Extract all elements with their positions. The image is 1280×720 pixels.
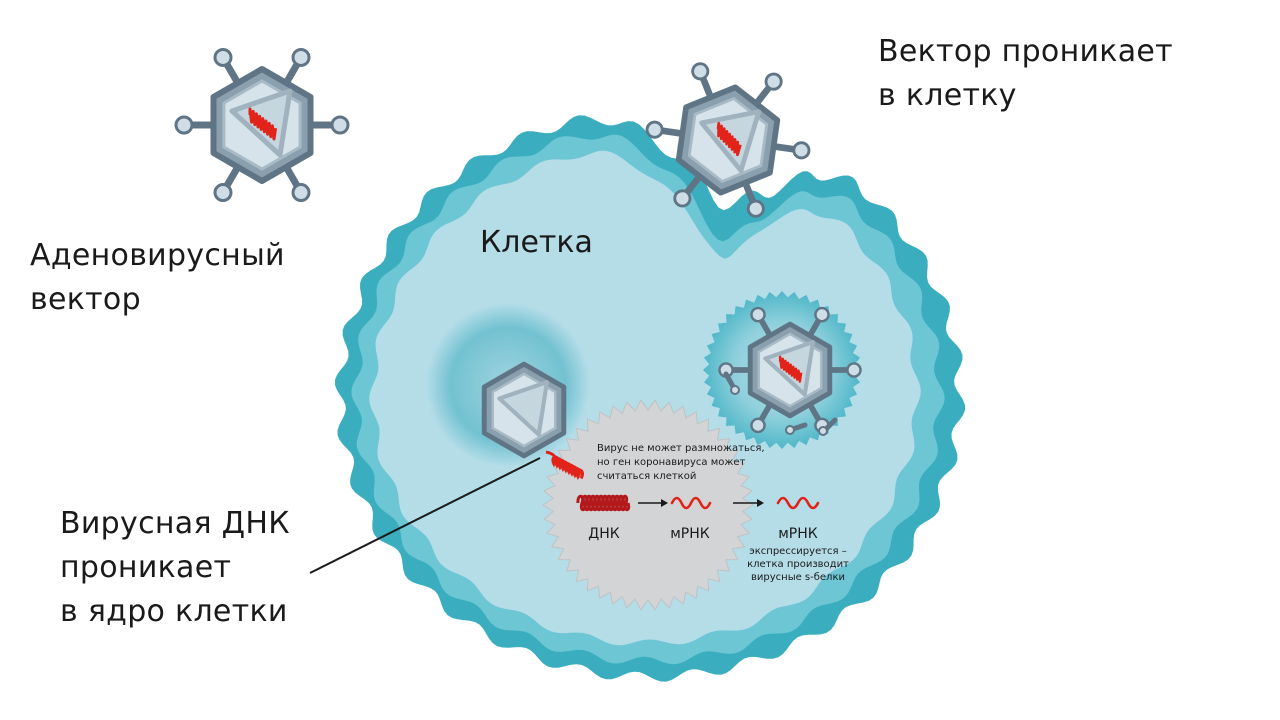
nucleus-note-line-3: считаться клеткой xyxy=(597,471,696,482)
expressed-line-2: клетка производит xyxy=(747,559,849,570)
mrna-label-2: мРНК xyxy=(778,526,818,542)
viral-dna-enters-label: Вирусная ДНК проникает в ядро клетки xyxy=(60,502,290,634)
adenovirus-icon xyxy=(176,49,348,200)
dna-label: ДНК xyxy=(588,526,619,542)
expressed-line-1: экспрессируется – xyxy=(749,546,847,557)
dna-coil-icon xyxy=(578,496,629,510)
adenovirus-icon xyxy=(484,364,564,456)
nucleus-note-line-2: но ген коронавируса может xyxy=(597,457,746,468)
vector-enters-label: Вектор проникает в клетку xyxy=(878,30,1173,118)
cell-label: Клетка xyxy=(480,225,593,260)
adenovirus-vector-label: Аденовирусный вектор xyxy=(30,234,285,322)
nucleus-note-line-1: Вирус не может размножаться, xyxy=(597,443,765,454)
mrna-label-1: мРНК xyxy=(670,526,710,542)
expressed-line-3: вирусные s-белки xyxy=(751,572,845,583)
